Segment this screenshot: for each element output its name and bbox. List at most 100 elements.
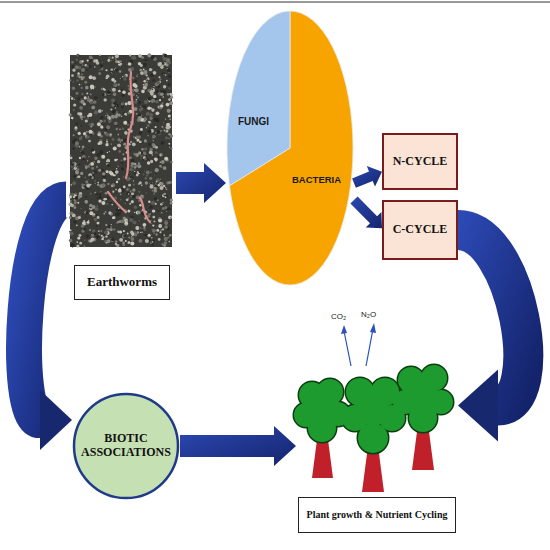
soil-grain	[155, 151, 158, 154]
soil-grain	[101, 238, 104, 241]
soil-grain	[84, 184, 86, 186]
soil-grain	[157, 118, 159, 120]
soil-grain	[96, 235, 100, 239]
soil-grain	[170, 198, 173, 201]
soil-grain	[88, 140, 91, 143]
soil-grain	[73, 109, 75, 111]
soil-grain	[123, 157, 126, 160]
soil-grain	[141, 231, 143, 233]
arrow-head	[40, 390, 72, 450]
soil-grain	[110, 108, 112, 110]
soil-grain	[103, 120, 106, 123]
soil-grain	[140, 158, 141, 159]
soil-grain	[113, 92, 116, 95]
soil-grain	[123, 234, 126, 237]
soil-grain	[106, 170, 109, 173]
soil-grain	[105, 224, 107, 226]
soil-grain	[119, 129, 121, 131]
soil-grain	[146, 79, 148, 81]
soil-grain	[136, 113, 138, 115]
soil-grain	[136, 139, 139, 142]
soil-grain	[138, 191, 140, 193]
soil-grain	[105, 211, 107, 213]
soil-grain	[158, 238, 161, 241]
soil-grain	[113, 93, 115, 95]
soil-grain	[160, 225, 162, 227]
soil-grain	[87, 115, 90, 118]
soil-grain	[81, 151, 84, 154]
soil-grain	[104, 239, 107, 242]
soil-grain	[112, 110, 116, 114]
soil-grain	[106, 228, 109, 231]
soil-grain	[128, 184, 131, 187]
soil-grain	[143, 174, 145, 176]
soil-grain	[100, 120, 103, 123]
soil-grain	[106, 161, 107, 162]
slice-label: FUNGI	[238, 116, 269, 127]
soil-grain	[141, 122, 142, 123]
soil-grain	[160, 79, 162, 81]
soil-grain	[154, 197, 157, 200]
soil-grain	[134, 205, 138, 209]
soil-grain	[97, 133, 101, 137]
soil-grain	[112, 191, 114, 193]
soil-grain	[72, 140, 76, 144]
soil-grain	[129, 203, 131, 205]
soil-grain	[71, 61, 74, 64]
soil-grain	[84, 164, 85, 165]
soil-grain	[110, 226, 113, 229]
soil-grain	[109, 118, 111, 120]
soil-grain	[146, 59, 148, 61]
soil-grain	[155, 146, 158, 149]
soil-grain	[86, 131, 88, 133]
outcome-panel: Plant growth & Nutrient Cycling	[296, 355, 458, 535]
soil-grain	[148, 234, 151, 237]
soil-grain	[72, 169, 74, 171]
soil-grain	[83, 245, 85, 247]
soil-grain	[124, 221, 128, 225]
soil-grain	[129, 176, 132, 179]
soil-grain	[163, 62, 166, 65]
soil-grain	[85, 200, 88, 203]
soil-grain	[106, 113, 108, 115]
soil-grain	[144, 83, 148, 87]
soil-grain	[121, 162, 123, 164]
soil-grain	[79, 146, 80, 147]
soil-grain	[115, 58, 117, 60]
soil-grain	[73, 99, 75, 101]
soil-grain	[81, 183, 83, 185]
soil-grain	[114, 159, 117, 162]
soil-grain	[149, 151, 153, 155]
soil-grain	[95, 183, 96, 184]
soil-grain	[148, 129, 152, 133]
soil-grain	[83, 117, 84, 118]
soil-grain	[86, 92, 88, 94]
soil-grain	[117, 144, 121, 148]
tree-crown-outline	[294, 365, 453, 453]
soil-grain	[155, 132, 157, 134]
soil-grain	[118, 189, 122, 193]
soil-grain	[76, 225, 78, 227]
soil-grain	[139, 239, 143, 243]
soil-grain	[157, 130, 161, 134]
soil-grain	[161, 126, 163, 128]
soil-grain	[152, 229, 156, 233]
soil-grain	[164, 130, 167, 133]
soil-grain	[110, 201, 112, 203]
soil-grain	[158, 217, 160, 219]
soil-grain	[115, 54, 119, 58]
soil-grain	[139, 131, 143, 135]
soil-grain	[135, 226, 139, 230]
soil-grain	[149, 68, 152, 71]
soil-grain	[137, 74, 139, 76]
soil-grain	[120, 194, 122, 196]
soil-grain	[134, 110, 135, 111]
soil-grain	[71, 184, 72, 185]
label-box: Plant growth & Nutrient Cycling	[298, 497, 456, 533]
soil-grain	[108, 118, 112, 122]
soil-grain	[168, 98, 171, 101]
soil-grain	[133, 136, 135, 138]
soil-grain	[105, 69, 107, 71]
soil-grain	[166, 126, 170, 130]
soil-grain	[138, 152, 140, 154]
